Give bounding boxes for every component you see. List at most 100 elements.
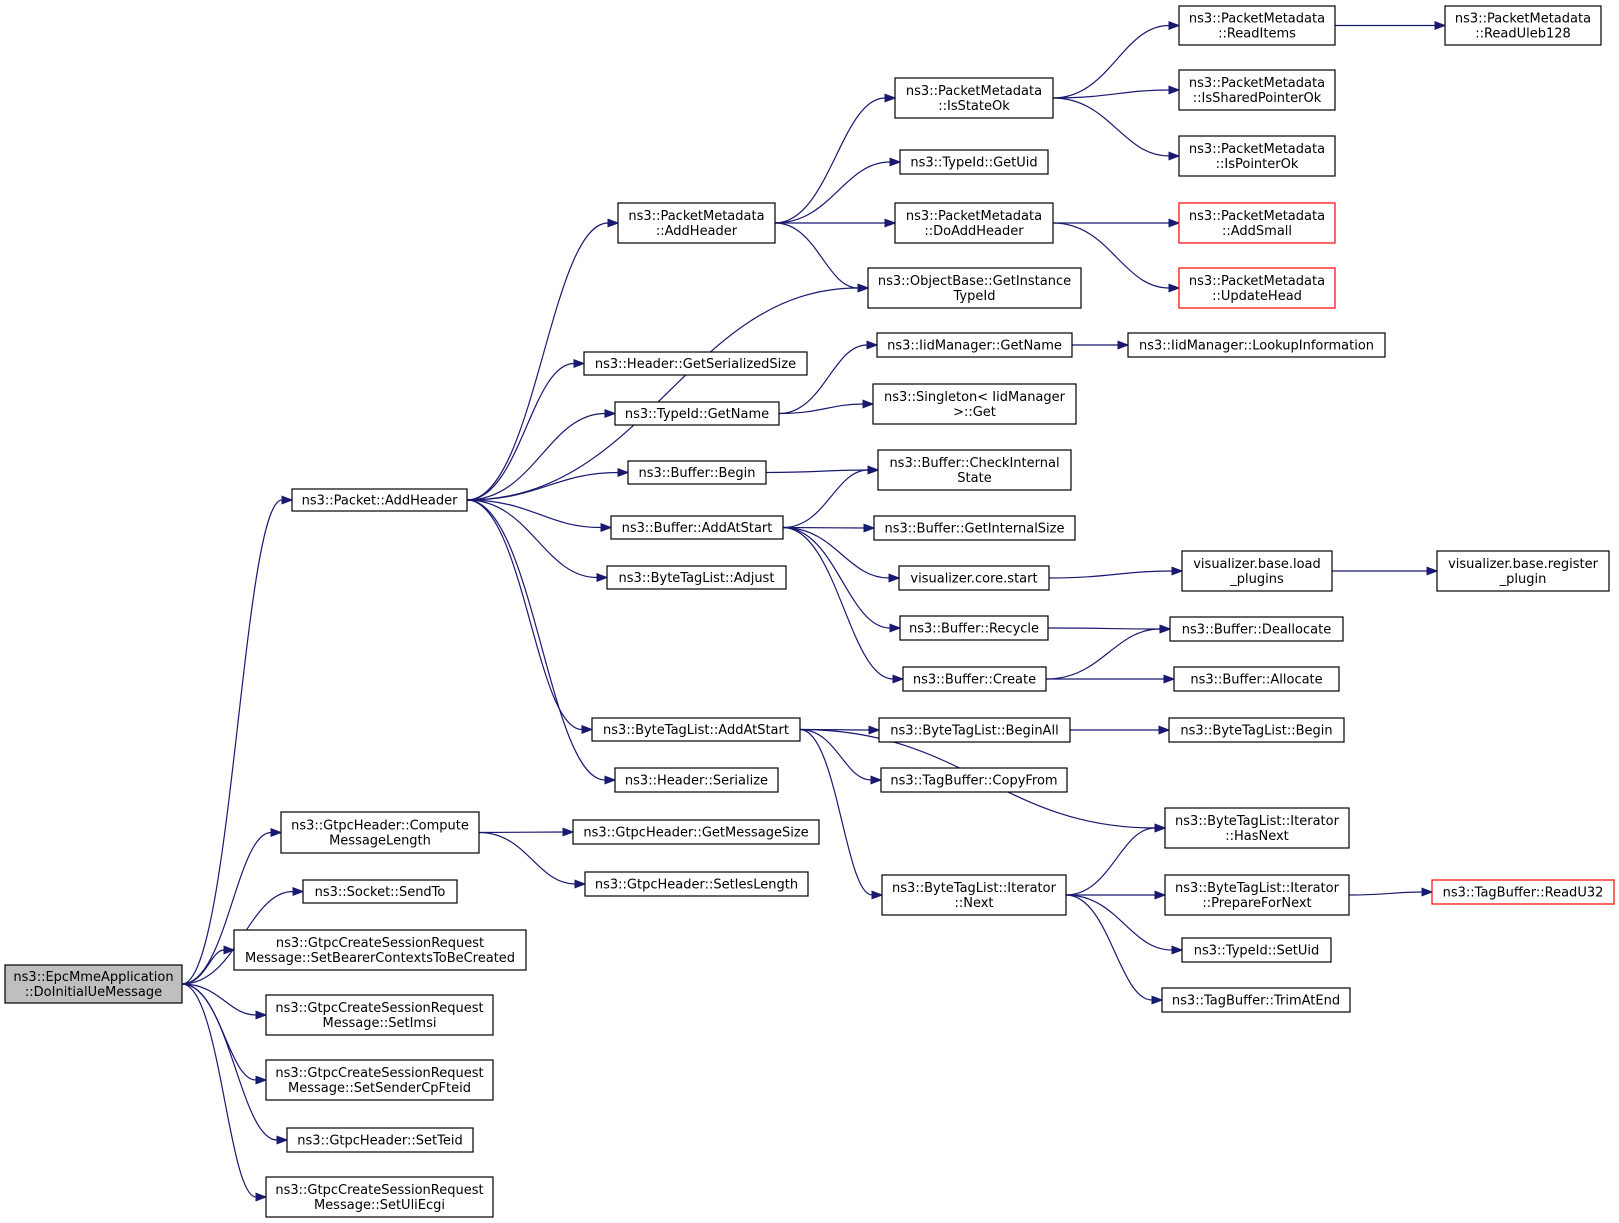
edge-pm-readitems-to-pm-readuleb xyxy=(1335,20,1447,31)
edge-pkt-addheader-to-buf-addatstart xyxy=(466,499,613,533)
edge-root-to-pkt-addheader xyxy=(181,495,294,985)
node-buf-deallocate[interactable]: ns3::Buffer::Deallocate xyxy=(1169,616,1344,642)
node-pm-readitems[interactable]: ns3::PacketMetadata::ReadItems xyxy=(1178,5,1336,46)
node-socket-sendto[interactable]: ns3::Socket::SendTo xyxy=(302,879,458,904)
node-buf-create[interactable]: ns3::Buffer::Create xyxy=(902,666,1047,692)
node-box xyxy=(873,515,1076,541)
node-label: ::HasNext xyxy=(1225,829,1289,844)
edge-pm-doaddheader-to-pm-updatehead xyxy=(1052,222,1181,293)
node-box xyxy=(898,565,1050,591)
node-iid-getname[interactable]: ns3::IidManager::GetName xyxy=(876,332,1073,358)
edge-pkt-addheader-to-buf-begin xyxy=(466,467,630,501)
edge-vis-core-start-to-vis-loadplugins xyxy=(1048,566,1184,579)
node-gcs-setuli[interactable]: ns3::GtpcCreateSessionRequestMessage::Se… xyxy=(265,1176,494,1218)
edge-pkt-addheader-to-typeid-getname xyxy=(466,408,617,501)
node-box xyxy=(617,202,776,244)
node-label: ns3::GtpcHeader::GetMessageSize xyxy=(583,826,808,841)
node-tb-trimatend[interactable]: ns3::TagBuffer::TrimAtEnd xyxy=(1161,987,1351,1013)
node-box xyxy=(1178,202,1336,244)
edge-gtpc-compute-to-gtpc-getmsgsize xyxy=(478,827,575,837)
node-box xyxy=(1178,5,1336,46)
node-hdr-serialize[interactable]: ns3::Header::Serialize xyxy=(614,767,779,793)
node-label: ns3::Singleton< IidManager xyxy=(884,390,1066,405)
node-box xyxy=(876,332,1073,358)
node-pm-issharedok[interactable]: ns3::PacketMetadata::IsSharedPointerOk xyxy=(1178,69,1336,111)
node-btl-iter-next[interactable]: ns3::ByteTagList::Iterator::Next xyxy=(881,874,1067,916)
node-pm-addheader[interactable]: ns3::PacketMetadata::AddHeader xyxy=(617,202,776,244)
arrowhead xyxy=(1171,566,1184,576)
node-gtpc-setteid[interactable]: ns3::GtpcHeader::SetTeid xyxy=(286,1127,474,1153)
edge-buf-create-to-buf-allocate xyxy=(1046,674,1176,684)
node-label: ::PrepareForNext xyxy=(1202,896,1311,911)
arrowhead xyxy=(1163,674,1176,684)
node-gcs-setsender[interactable]: ns3::GtpcCreateSessionRequestMessage::Se… xyxy=(265,1059,494,1101)
node-box xyxy=(881,874,1067,916)
node-label: ns3::EpcMmeApplication xyxy=(13,970,173,985)
edge-pkt-addheader-to-hdr-getsize xyxy=(466,358,586,501)
arrowhead xyxy=(573,358,586,369)
node-iid-lookup[interactable]: ns3::IidManager::LookupInformation xyxy=(1127,332,1386,358)
edge-pm-isstateok-to-pm-ispointerok xyxy=(1052,97,1181,161)
node-buf-begin[interactable]: ns3::Buffer::Begin xyxy=(627,460,767,485)
node-pm-doaddheader[interactable]: ns3::PacketMetadata::DoAddHeader xyxy=(894,202,1054,244)
arrowhead xyxy=(617,467,630,478)
node-btl-iter-prepare[interactable]: ns3::ByteTagList::Iterator::PrepareForNe… xyxy=(1164,874,1350,916)
node-pm-isstateok[interactable]: ns3::PacketMetadata::IsStateOk xyxy=(894,77,1054,119)
node-typeid-getuid[interactable]: ns3::TypeId::GetUid xyxy=(899,149,1049,175)
node-btl-adjust[interactable]: ns3::ByteTagList::Adjust xyxy=(606,565,787,590)
node-label: ns3::GtpcHeader::SetIesLength xyxy=(595,878,798,893)
arrowhead xyxy=(581,724,594,735)
node-vis-loadplugins[interactable]: visualizer.base.load_plugins xyxy=(1181,550,1333,592)
node-btl-begin[interactable]: ns3::ByteTagList::Begin xyxy=(1168,717,1345,743)
node-typeid-getname[interactable]: ns3::TypeId::GetName xyxy=(614,401,780,426)
node-box xyxy=(4,964,183,1004)
node-box xyxy=(591,717,801,742)
arrowhead xyxy=(889,157,902,167)
node-box xyxy=(572,819,820,845)
node-buf-allocate[interactable]: ns3::Buffer::Allocate xyxy=(1173,666,1340,692)
node-hdr-getsize[interactable]: ns3::Header::GetSerializedSize xyxy=(583,351,808,376)
node-label: >::Get xyxy=(953,405,996,420)
node-btl-addatstart[interactable]: ns3::ByteTagList::AddAtStart xyxy=(591,717,801,742)
arrowhead xyxy=(1158,725,1171,735)
node-label: ns3::PacketMetadata xyxy=(1189,12,1325,27)
node-box xyxy=(1181,937,1332,963)
node-label: ns3::ByteTagList::Iterator xyxy=(892,881,1057,896)
node-btl-iter-hasnext[interactable]: ns3::ByteTagList::Iterator::HasNext xyxy=(1164,807,1350,849)
edge-btl-addatstart-to-tb-copyfrom xyxy=(799,728,883,785)
node-btl-beginall[interactable]: ns3::ByteTagList::BeginAll xyxy=(878,717,1071,743)
node-buf-getinternalsize[interactable]: ns3::Buffer::GetInternalSize xyxy=(873,515,1076,541)
edge-buf-create-to-buf-deallocate xyxy=(1045,624,1172,680)
node-vis-register[interactable]: visualizer.base.register_plugin xyxy=(1436,550,1610,592)
node-typeid-setuid[interactable]: ns3::TypeId::SetUid xyxy=(1181,937,1332,963)
node-vis-core-start[interactable]: visualizer.core.start xyxy=(898,565,1050,591)
node-gtpc-setieslen[interactable]: ns3::GtpcHeader::SetIesLength xyxy=(584,871,809,897)
node-label: visualizer.base.register xyxy=(1448,557,1599,572)
node-gcs-setbearer[interactable]: ns3::GtpcCreateSessionRequestMessage::Se… xyxy=(233,929,527,971)
node-pm-updatehead[interactable]: ns3::PacketMetadata::UpdateHead xyxy=(1178,267,1336,309)
node-box xyxy=(265,1059,494,1101)
arrowhead xyxy=(884,218,897,228)
edge-pm-addheader-to-ob-getinstance xyxy=(774,222,870,293)
node-buf-recycle[interactable]: ns3::Buffer::Recycle xyxy=(899,615,1049,641)
node-gcs-setimsi[interactable]: ns3::GtpcCreateSessionRequestMessage::Se… xyxy=(265,994,494,1036)
node-tb-copyfrom[interactable]: ns3::TagBuffer::CopyFrom xyxy=(880,767,1068,793)
node-pm-readuleb[interactable]: ns3::PacketMetadata::ReadUleb128 xyxy=(1444,5,1602,46)
node-pm-ispointerok[interactable]: ns3::PacketMetadata::IsPointerOk xyxy=(1178,135,1336,177)
node-tb-readu32[interactable]: ns3::TagBuffer::ReadU32 xyxy=(1431,879,1615,905)
node-pm-addsmall[interactable]: ns3::PacketMetadata::AddSmall xyxy=(1178,202,1336,244)
node-gtpc-getmsgsize[interactable]: ns3::GtpcHeader::GetMessageSize xyxy=(572,819,820,845)
node-root[interactable]: ns3::EpcMmeApplication::DoInitialUeMessa… xyxy=(4,964,183,1004)
edge-gtpc-compute-to-gtpc-setieslen xyxy=(478,831,587,889)
node-singleton-get[interactable]: ns3::Singleton< IidManager>::Get xyxy=(872,383,1077,425)
node-label: ::ReadUleb128 xyxy=(1475,27,1571,42)
node-buf-addatstart[interactable]: ns3::Buffer::AddAtStart xyxy=(610,515,784,540)
arrowhead xyxy=(562,827,575,837)
node-pkt-addheader[interactable]: ns3::Packet::AddHeader xyxy=(291,488,468,512)
node-label: ns3::Buffer::Deallocate xyxy=(1182,623,1331,638)
node-box xyxy=(302,879,458,904)
arrowhead xyxy=(1159,624,1172,634)
